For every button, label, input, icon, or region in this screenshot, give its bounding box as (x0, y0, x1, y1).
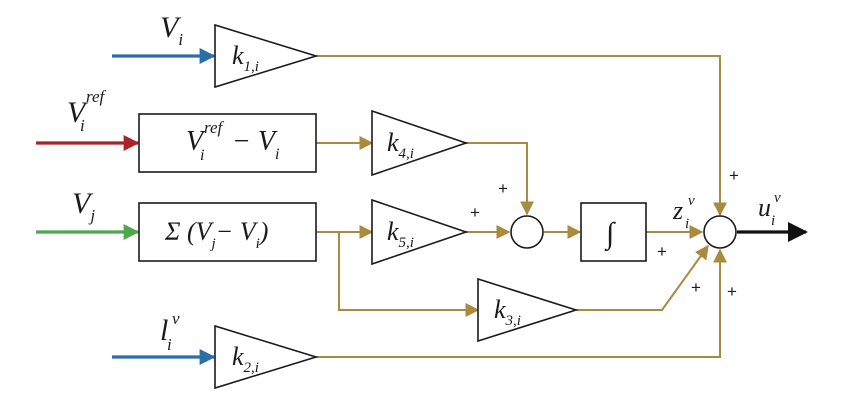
wire-k2-to-sum2 (316, 248, 727, 358)
error-block (138, 113, 317, 173)
label-vj: Vj (72, 187, 95, 225)
signal-wires (316, 55, 727, 358)
sum-block (138, 202, 317, 262)
gain-k4 (371, 109, 469, 177)
gain-k2 (214, 324, 319, 390)
integrator-block (580, 202, 647, 262)
sign-sum2-bottom-left: + (691, 278, 701, 297)
gain-k1-label: k1,i (232, 41, 259, 75)
sum-block-label: Σ (Vj− Vi) (164, 217, 268, 252)
wire-branch-to-k3 (338, 232, 480, 317)
summing-junction-1 (510, 215, 544, 249)
wire-k3-to-sum2 (576, 244, 709, 311)
wire-k1-to-sum2 (316, 55, 727, 217)
gain-k3 (477, 277, 579, 343)
summing-junction-2 (703, 215, 737, 249)
integral-symbol: ∫ (604, 217, 616, 252)
gain-k4-label: k4,i (387, 128, 414, 162)
sign-sum2-bottom: + (727, 282, 737, 301)
gain-k1 (214, 23, 319, 89)
wire-k4-to-sum1 (466, 142, 534, 216)
gain-k5-label: k5,i (387, 217, 414, 251)
sign-sum1-top: + (498, 179, 508, 198)
label-vi: Vi (160, 11, 183, 49)
gain-k5 (371, 198, 469, 266)
sign-sum2-left: + (657, 242, 667, 261)
sign-sum1-left: + (470, 203, 480, 222)
sign-sum2-top: + (729, 166, 739, 185)
gain-k3-label: k3,i (494, 295, 521, 329)
gain-k2-label: k2,i (232, 342, 259, 376)
